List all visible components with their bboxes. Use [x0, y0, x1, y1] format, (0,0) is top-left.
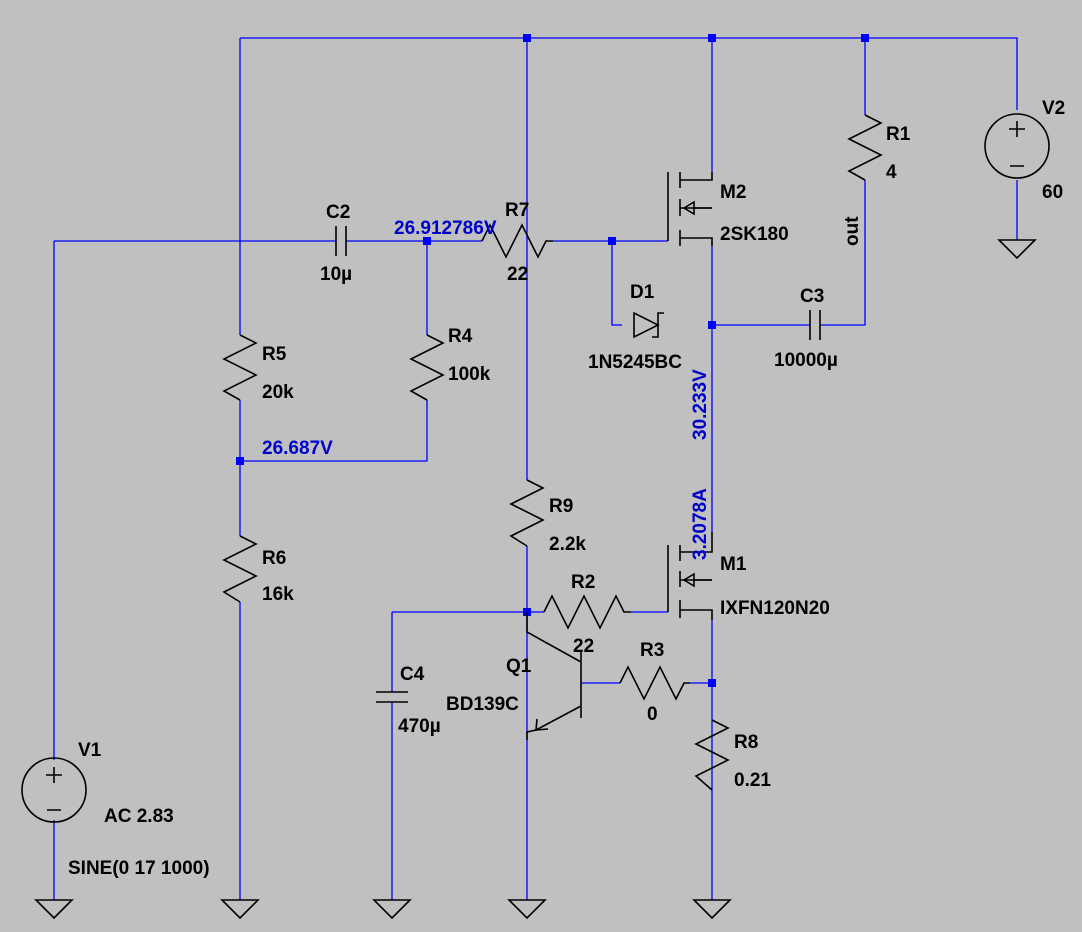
r4-resistor-icon[interactable]	[409, 334, 445, 401]
annotation-i-drain: 3.2078A	[690, 488, 711, 560]
c2-name: C2	[326, 202, 350, 223]
c4-name: C4	[400, 664, 425, 685]
q1-name: Q1	[506, 656, 532, 677]
d1-zener-diode-icon[interactable]	[633, 311, 664, 339]
r6-name: R6	[262, 548, 286, 569]
r3-resistor-icon[interactable]	[619, 665, 690, 701]
c3-capacitor-icon[interactable]	[809, 310, 821, 340]
m1-name: M1	[720, 554, 747, 575]
v1-name: V1	[78, 740, 102, 761]
m2-name: M2	[720, 182, 746, 203]
annotation-v-gate: 26.912786V	[394, 218, 497, 239]
q1-npn-transistor-icon[interactable]	[526, 612, 582, 740]
r1-resistor-icon[interactable]	[847, 114, 883, 181]
c3-name: C3	[800, 286, 824, 307]
c2-value: 10µ	[320, 264, 352, 285]
r9-name: R9	[549, 496, 573, 517]
d1-value: 1N5245BC	[588, 352, 682, 373]
v1-sine-spec: SINE(0 17 1000)	[68, 858, 210, 879]
r5-resistor-icon[interactable]	[222, 334, 258, 401]
r2-resistor-icon[interactable]	[543, 594, 631, 630]
c4-value: 470µ	[398, 716, 441, 737]
c3-value: 10000µ	[774, 350, 838, 371]
r4-name: R4	[448, 326, 473, 347]
r8-value: 0.21	[734, 770, 771, 791]
c2-capacitor-icon[interactable]	[335, 226, 347, 256]
m2-nmos-transistor-icon[interactable]	[667, 172, 713, 246]
r6-value: 16k	[262, 584, 294, 605]
d1-name: D1	[630, 282, 655, 303]
m1-nmos-transistor-icon[interactable]	[667, 532, 713, 620]
r4-value: 100k	[448, 364, 491, 385]
wires	[53, 37, 1018, 900]
v2-name: V2	[1042, 98, 1065, 119]
r8-resistor-icon[interactable]	[694, 719, 730, 791]
c4-capacitor-icon[interactable]	[376, 691, 408, 703]
m2-value: 2SK180	[720, 224, 789, 245]
r1-name: R1	[886, 124, 911, 145]
r2-value: 22	[573, 636, 594, 657]
ground-symbols	[34, 239, 1037, 920]
q1-value: BD139C	[446, 694, 519, 715]
r9-value: 2.2k	[549, 534, 586, 555]
r5-name: R5	[262, 344, 287, 365]
r5-value: 20k	[262, 382, 294, 403]
r3-value: 0	[647, 704, 658, 725]
r3-name: R3	[640, 640, 664, 661]
v1-source-icon[interactable]	[21, 757, 87, 823]
r7-resistor-icon[interactable]	[481, 223, 553, 259]
m1-value: IXFN120N20	[720, 598, 830, 619]
r7-value: 22	[507, 264, 528, 285]
r8-name: R8	[734, 732, 758, 753]
r2-name: R2	[571, 572, 595, 593]
r6-resistor-icon[interactable]	[222, 535, 258, 603]
annotation-v-divider: 26.687V	[262, 438, 333, 459]
v2-value: 60	[1042, 182, 1063, 203]
net-label-out: out	[842, 216, 863, 246]
v1-value: AC 2.83	[104, 806, 174, 827]
r7-name: R7	[505, 200, 529, 221]
v2-source-icon[interactable]	[984, 113, 1050, 179]
annotation-v-source: 30.233V	[690, 369, 711, 440]
r1-value: 4	[886, 162, 897, 183]
r9-resistor-icon[interactable]	[509, 479, 545, 547]
